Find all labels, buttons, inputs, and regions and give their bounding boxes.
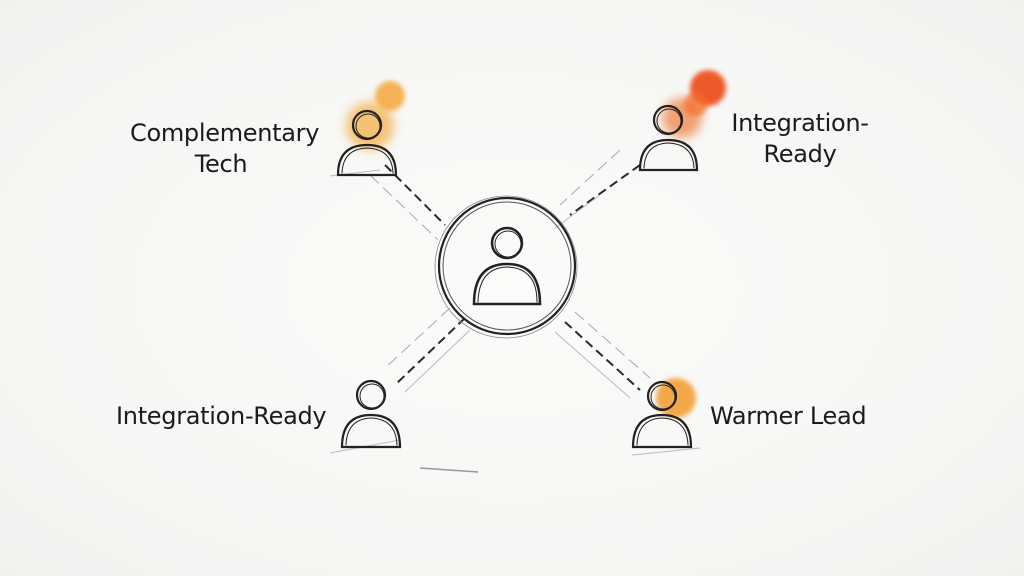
highlight-dot-top-left [346, 81, 405, 150]
person-icon [336, 109, 398, 177]
highlight-dot-top-right [662, 70, 726, 138]
connector-top-right [554, 149, 641, 229]
label-line: Complementary [130, 119, 320, 147]
label-integration-ready-top: Integration- Ready [730, 108, 870, 170]
label-line: Integration-Ready [116, 402, 327, 430]
label-warmer-lead: Warmer Lead [710, 401, 867, 432]
connector-bottom-right [554, 311, 701, 456]
node-bottom-left [340, 379, 402, 449]
connector-top-left [329, 164, 446, 241]
center-node [434, 195, 578, 339]
node-top-left [336, 109, 398, 177]
person-icon [340, 379, 402, 449]
label-line: Ready [763, 140, 837, 169]
label-line: Warmer Lead [710, 402, 867, 430]
node-bottom-right [631, 380, 693, 449]
person-icon [631, 380, 693, 449]
label-line: Tech [194, 150, 248, 179]
person-icon [472, 226, 542, 306]
person-icon [638, 104, 699, 172]
label-complementary-tech: Complementary Tech [130, 118, 320, 180]
node-top-right [638, 104, 699, 172]
label-integration-ready-bottom: Integration-Ready [116, 401, 327, 432]
label-line: Integration- [731, 109, 869, 137]
